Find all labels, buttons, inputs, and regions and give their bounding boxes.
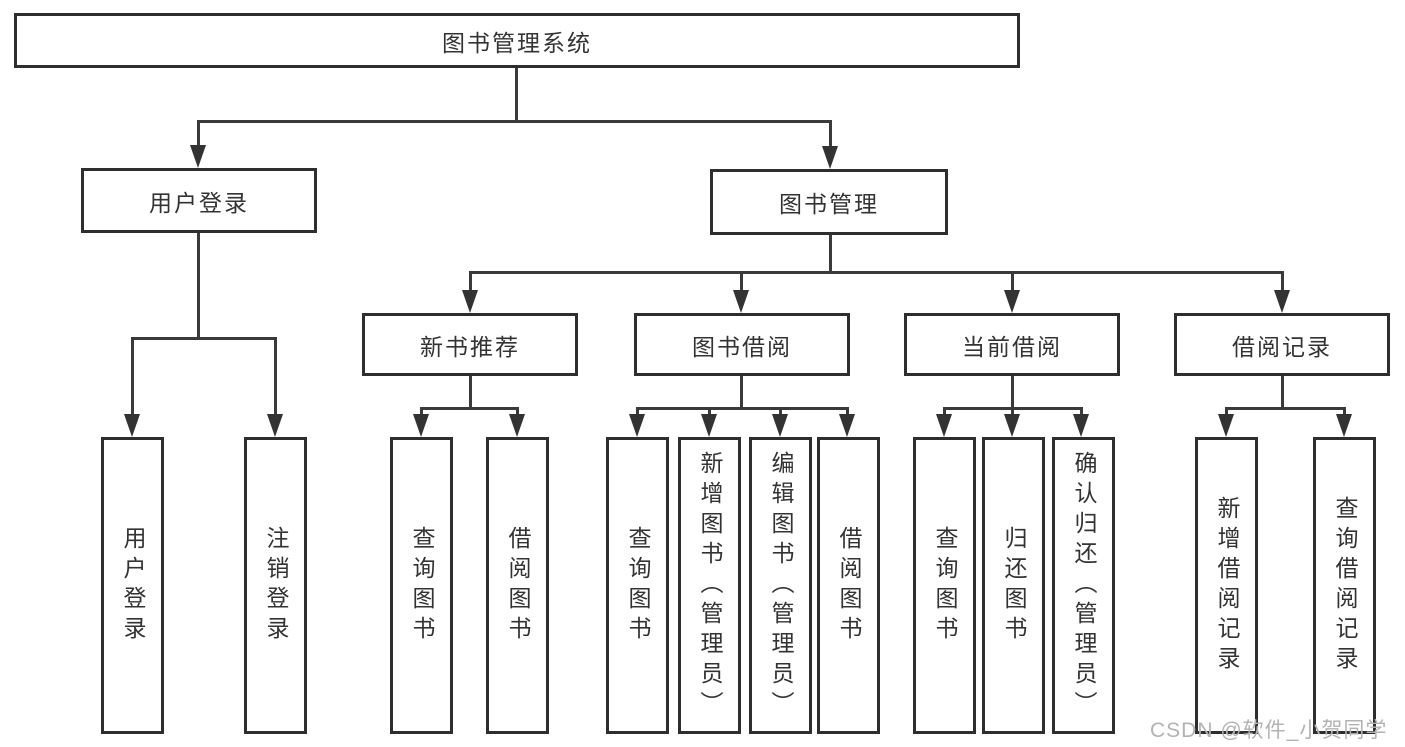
leaf-label: 查询图书	[409, 525, 435, 646]
arrow-down-icon	[772, 414, 788, 437]
connector-root-stem	[515, 68, 518, 122]
leaf-query-books-current: 查询图书	[913, 437, 976, 734]
connector-new-book-branch	[420, 407, 519, 410]
connector-stem-leaf	[1225, 407, 1228, 417]
connector-borrow-records-branch	[1225, 407, 1345, 410]
node-borrow-records: 借阅记录	[1174, 313, 1390, 376]
node-new-book-recommend: 新书推荐	[362, 313, 578, 376]
node-book-borrow: 图书借阅	[634, 313, 850, 376]
connector-borrow-records-stem	[1281, 376, 1284, 410]
leaf-label: 确认归还（管理员）	[1071, 450, 1097, 721]
connector-stem-new-book	[469, 271, 472, 293]
connector-stem-user-login	[197, 120, 200, 148]
arrow-down-icon	[1274, 290, 1290, 313]
leaf-query-books-newbook: 查询图书	[390, 437, 453, 734]
connector-book-borrow-branch	[636, 407, 848, 410]
connector-stem-borrow-records	[1281, 271, 1284, 293]
connector-stem-leaf	[420, 407, 423, 417]
leaf-label: 借阅图书	[836, 525, 862, 646]
arrow-down-icon	[822, 146, 838, 169]
leaf-logout: 注销登录	[244, 437, 307, 734]
leaf-query-books-borrow: 查询图书	[606, 437, 669, 734]
connector-current-borrow-stem	[1011, 376, 1014, 410]
leaf-confirm-return-admin: 确认归还（管理员）	[1052, 437, 1115, 734]
connector-book-mgmt-branch	[469, 271, 1284, 274]
connector-stem-leaf	[708, 407, 711, 417]
leaf-label: 注销登录	[263, 525, 289, 646]
node-new-book-recommend-label: 新书推荐	[420, 333, 520, 360]
node-book-management-label: 图书管理	[779, 191, 879, 217]
leaf-label: 查询借阅记录	[1332, 495, 1358, 676]
leaf-label: 借阅图书	[505, 525, 531, 646]
arrow-down-icon	[701, 414, 717, 437]
connector-stem-book-mgmt	[829, 120, 832, 148]
connector-stem-book-borrow	[740, 271, 743, 293]
connector-user-login-stem	[197, 233, 200, 340]
connector-stem-leaf	[131, 337, 134, 417]
connector-stem-leaf	[1011, 407, 1014, 417]
node-book-management: 图书管理	[710, 169, 948, 235]
connector-book-mgmt-stem	[829, 235, 832, 274]
leaf-add-books-admin: 新增图书（管理员）	[678, 437, 741, 734]
node-user-login: 用户登录	[81, 168, 317, 233]
node-book-borrow-label: 图书借阅	[692, 333, 792, 360]
connector-new-book-stem	[469, 376, 472, 410]
leaf-label: 新增图书（管理员）	[697, 450, 723, 721]
node-current-borrow: 当前借阅	[904, 313, 1120, 376]
leaf-edit-books-admin: 编辑图书（管理员）	[749, 437, 812, 734]
leaf-label: 编辑图书（管理员）	[768, 450, 794, 721]
leaf-add-borrow-record: 新增借阅记录	[1195, 437, 1258, 734]
arrow-down-icon	[733, 290, 749, 313]
connector-stem-leaf	[636, 407, 639, 417]
arrow-down-icon	[629, 414, 645, 437]
connector-stem-leaf	[1080, 407, 1083, 417]
leaf-return-books: 归还图书	[982, 437, 1045, 734]
arrow-down-icon	[1004, 414, 1020, 437]
leaf-borrow-books: 借阅图书	[817, 437, 880, 734]
leaf-label: 归还图书	[1001, 525, 1027, 646]
arrow-down-icon	[1336, 414, 1352, 437]
node-user-login-label: 用户登录	[149, 189, 249, 216]
arrow-down-icon	[413, 414, 429, 437]
arrow-down-icon	[936, 414, 952, 437]
node-current-borrow-label: 当前借阅	[962, 333, 1062, 360]
arrow-down-icon	[124, 414, 140, 437]
leaf-user-login: 用户登录	[101, 437, 164, 734]
connector-book-borrow-stem	[740, 376, 743, 410]
node-root-library-system: 图书管理系统	[14, 13, 1020, 68]
connector-stem-leaf	[274, 337, 277, 417]
connector-stem-leaf	[516, 407, 519, 417]
node-borrow-records-label: 借阅记录	[1232, 333, 1332, 360]
connector-stem-leaf	[943, 407, 946, 417]
arrow-down-icon	[462, 290, 478, 313]
leaf-query-borrow-record: 查询借阅记录	[1313, 437, 1376, 734]
csdn-watermark: CSDN @软件_小贺同学	[1150, 719, 1388, 742]
arrow-down-icon	[1004, 290, 1020, 313]
leaf-label: 用户登录	[120, 525, 146, 646]
leaf-label: 查询图书	[625, 525, 651, 646]
arrow-down-icon	[1073, 414, 1089, 437]
arrow-down-icon	[839, 414, 855, 437]
arrow-down-icon	[1218, 414, 1234, 437]
connector-stem-leaf	[846, 407, 849, 417]
arrow-down-icon	[509, 414, 525, 437]
leaf-label: 查询图书	[932, 525, 958, 646]
connector-stem-leaf	[1343, 407, 1346, 417]
leaf-label: 新增借阅记录	[1214, 495, 1240, 676]
connector-stem-current-borrow	[1011, 271, 1014, 293]
connector-stem-leaf	[779, 407, 782, 417]
connector-user-login-branch	[131, 337, 277, 340]
arrow-down-icon	[190, 145, 206, 168]
connector-root-branch	[197, 120, 832, 123]
node-root-label: 图书管理系统	[442, 29, 592, 56]
leaf-borrow-books-newbook: 借阅图书	[486, 437, 549, 734]
arrow-down-icon	[267, 414, 283, 437]
